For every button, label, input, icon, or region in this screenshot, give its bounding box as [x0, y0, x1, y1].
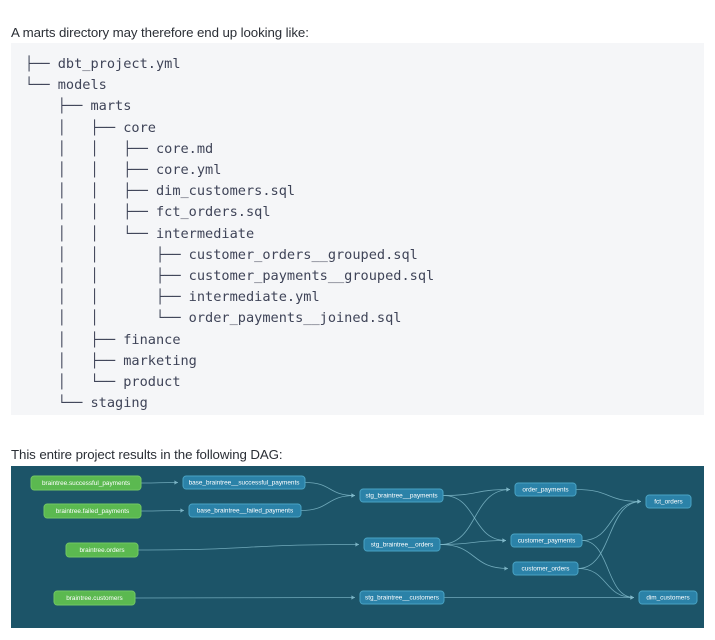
dag-edge-arrowhead [180, 508, 184, 513]
dag-node-label: base_braintree__failed_payments [197, 508, 293, 515]
dag-node-box[interactable] [645, 494, 692, 509]
dag-edge [439, 540, 507, 545]
dag-node-stg_braintree__payments[interactable]: stg_braintree__payments [359, 488, 444, 503]
dag-edge [581, 501, 642, 541]
dag-node-base_braintree__successful_payments[interactable]: base_braintree__successful_payments [182, 475, 306, 490]
dag-edge [304, 482, 356, 496]
dag-edge-arrowhead [351, 493, 355, 498]
dag-node-box[interactable] [363, 537, 441, 552]
dag-edge [575, 489, 642, 502]
dag-node-label: customer_orders [522, 566, 570, 573]
dag-node-stg_braintree__orders[interactable]: stg_braintree__orders [363, 537, 441, 552]
dag-edge [134, 597, 356, 599]
dag-node-label: stg_braintree__customers [365, 595, 439, 602]
dag-node-base_braintree__failed_payments[interactable]: base_braintree__failed_payments [188, 503, 302, 518]
dag-node-label: dim_customers [646, 595, 689, 602]
dag-node-layer[interactable]: braintree.successful_payments braintree.f… [30, 475, 698, 606]
dag-node-label: customer_payments [518, 538, 576, 545]
dag-edge [137, 544, 360, 551]
dag-node-box[interactable] [30, 475, 142, 491]
dag-node-label: stg_braintree__payments [365, 493, 437, 500]
dag-node-dim_customers[interactable]: dim_customers [638, 590, 698, 605]
dag-node-box[interactable] [182, 475, 306, 490]
dag-edge [577, 568, 635, 598]
dag-node-fct_orders[interactable]: fct_orders [645, 494, 692, 509]
dag-graph[interactable]: braintree.successful_payments braintree.f… [11, 466, 704, 628]
dag-node-stg_braintree__customers[interactable]: stg_braintree__customers [359, 590, 445, 605]
dag-node-box[interactable] [514, 482, 577, 497]
dag-node-box[interactable] [53, 590, 136, 606]
dag-node-label: braintree.orders [79, 547, 124, 554]
dag-diagram-panel[interactable]: braintree.successful_payments braintree.f… [11, 466, 704, 628]
dag-edge-arrowhead [351, 595, 355, 600]
dag-node-label: braintree.customers [66, 595, 122, 602]
dag-edge-arrowhead [637, 499, 641, 504]
dag-node-box[interactable] [512, 561, 579, 576]
dag-edge-arrowhead [174, 480, 178, 485]
dag-node-box[interactable] [638, 590, 698, 605]
dag-node-box[interactable] [43, 503, 142, 519]
dag-node-box[interactable] [188, 503, 302, 518]
dag-edge [140, 510, 185, 512]
dag-paragraph: This entire project results in the follo… [11, 447, 283, 463]
dag-node-box[interactable] [65, 542, 139, 558]
dag-edge [577, 501, 642, 569]
dag-edge-arrowhead [630, 595, 634, 600]
dag-node-box[interactable] [359, 488, 444, 503]
intro-paragraph: A marts directory may therefore end up l… [11, 25, 309, 41]
directory-tree-code-block: ├── dbt_project.yml └── models ├── marts… [11, 43, 704, 415]
dag-node-braintree_orders[interactable]: braintree.orders [65, 542, 139, 558]
dag-node-label: braintree.successful_payments [42, 480, 130, 487]
dag-node-order_payments[interactable]: order_payments [514, 482, 577, 497]
dag-node-box[interactable] [359, 590, 445, 605]
directory-tree-text: ├── dbt_project.yml └── models ├── marts… [25, 56, 435, 412]
dag-edge [439, 544, 509, 569]
dag-node-braintree_successful_payments[interactable]: braintree.successful_payments [30, 475, 142, 491]
dag-edge-arrowhead [506, 487, 510, 492]
dag-node-label: order_payments [522, 487, 568, 494]
dag-edge [140, 482, 179, 484]
dag-edge-arrowhead [355, 542, 359, 547]
dag-node-label: fct_orders [654, 499, 682, 506]
dag-edge-arrowhead [504, 566, 508, 571]
dag-node-label: stg_braintree__orders [371, 542, 434, 549]
dag-node-braintree_failed_payments[interactable]: braintree.failed_payments [43, 503, 142, 519]
dag-edge [442, 489, 511, 496]
dag-node-box[interactable] [510, 533, 583, 548]
dag-edge-arrowhead [502, 538, 506, 543]
dag-node-customer_payments[interactable]: customer_payments [510, 533, 583, 548]
dag-edge [439, 489, 511, 545]
dag-edge [581, 540, 635, 598]
dag-node-label: base_braintree__successful_payments [189, 480, 300, 487]
dag-node-braintree_customers[interactable]: braintree.customers [53, 590, 136, 606]
dag-edge [300, 495, 356, 511]
dag-edge-layer [134, 480, 642, 600]
dag-node-label: braintree.failed_payments [56, 508, 130, 515]
dag-node-customer_orders[interactable]: customer_orders [512, 561, 579, 576]
